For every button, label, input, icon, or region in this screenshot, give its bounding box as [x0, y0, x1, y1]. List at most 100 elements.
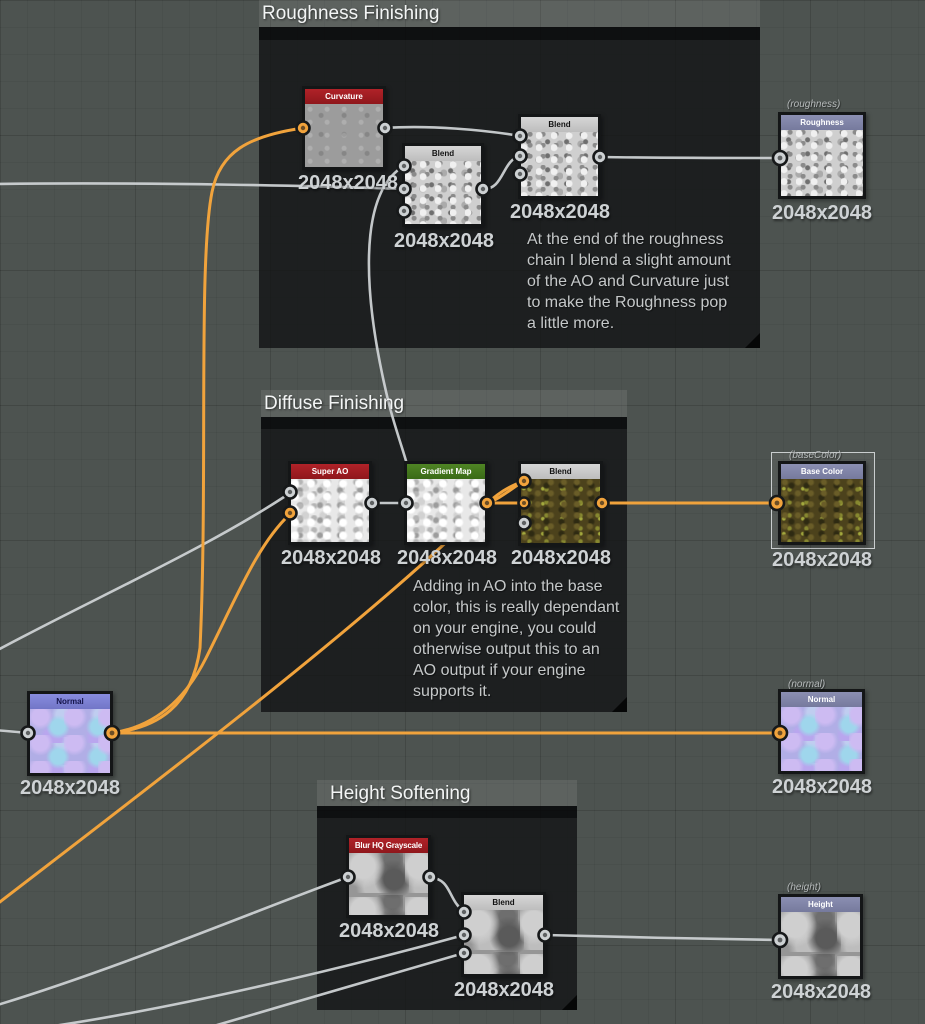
frame-header-strip [261, 417, 627, 429]
output-port[interactable] [103, 724, 121, 742]
wire[interactable] [599, 155, 780, 160]
node-header: Base Color [781, 464, 863, 479]
frame-title-band [317, 780, 577, 806]
node-thumbnail [521, 132, 598, 196]
input-port[interactable] [340, 869, 356, 885]
node-size-label: 2048x2048 [771, 202, 873, 224]
node-header: Curvature [305, 89, 383, 104]
input-port[interactable] [516, 515, 532, 531]
input-port[interactable] [516, 473, 532, 489]
input-port[interactable] [512, 148, 528, 164]
node-thumbnail [305, 104, 383, 167]
wire[interactable] [0, 491, 291, 652]
frame-title-band [261, 390, 627, 417]
node-gradient-map[interactable]: Gradient Map [404, 461, 488, 545]
output-port[interactable] [479, 495, 495, 511]
output-identifier-tag: (baseColor) [789, 450, 842, 461]
node-thumbnail [781, 130, 863, 196]
node-size-label: 2048x2048 [771, 776, 873, 798]
wire[interactable] [544, 933, 781, 942]
node-size-label: 2048x2048 [510, 547, 612, 569]
input-port[interactable] [771, 724, 789, 742]
node-header: Blend [464, 895, 543, 910]
output-port[interactable] [422, 869, 438, 885]
node-thumbnail [405, 161, 481, 224]
output-identifier-tag: (normal) [788, 679, 826, 690]
node-blend-height[interactable]: Blend [461, 892, 546, 977]
node-size-label: 2048x2048 [771, 549, 873, 571]
wire[interactable] [40, 933, 465, 1024]
node-blur-hq-grayscale[interactable]: Blur HQ Grayscale [346, 835, 431, 918]
node-size-label: 2048x2048 [338, 920, 440, 942]
wire-active[interactable] [111, 126, 304, 735]
output-port[interactable] [377, 120, 393, 136]
frame-header-strip [259, 27, 760, 40]
node-output-roughness[interactable]: Roughness [778, 112, 866, 199]
input-port[interactable] [295, 120, 311, 136]
node-blend-diffuse[interactable]: Blend [518, 461, 603, 546]
input-port[interactable] [456, 927, 472, 943]
input-port[interactable] [396, 158, 412, 174]
input-port[interactable] [768, 494, 786, 512]
input-port[interactable] [456, 904, 472, 920]
output-port[interactable] [594, 495, 610, 511]
node-thumbnail [349, 853, 428, 915]
node-header: Blend [521, 464, 600, 479]
wire-active[interactable] [0, 479, 525, 908]
output-port[interactable] [364, 495, 380, 511]
input-port[interactable] [396, 203, 412, 219]
node-size-label: 2048x2048 [770, 981, 872, 1003]
input-port[interactable] [456, 945, 472, 961]
input-port[interactable] [282, 505, 298, 521]
node-thumbnail [407, 479, 485, 542]
input-port[interactable] [396, 181, 412, 197]
node-curvature[interactable]: Curvature [302, 86, 386, 170]
group-title-height: Height Softening [330, 783, 471, 804]
wire-active[interactable] [111, 512, 292, 735]
node-header: Blur HQ Grayscale [349, 838, 428, 853]
comment-diffuse[interactable]: Adding in AO into the base color, this i… [413, 578, 620, 700]
input-port[interactable] [771, 931, 789, 949]
output-port[interactable] [475, 181, 491, 197]
node-normal-source[interactable]: Normal [27, 691, 113, 776]
node-size-label: 2048x2048 [453, 979, 555, 1001]
wire[interactable] [0, 875, 349, 1006]
input-port[interactable] [771, 149, 789, 167]
output-port[interactable] [537, 927, 553, 943]
node-thumbnail [781, 479, 863, 542]
frame-corner-fold-icon [612, 697, 627, 712]
output-port[interactable] [592, 149, 608, 165]
frame-corner-fold-icon [745, 333, 760, 348]
input-port[interactable] [20, 725, 36, 741]
node-output-height[interactable]: Height [778, 894, 863, 979]
node-thumbnail [781, 912, 860, 976]
node-header: Normal [30, 694, 110, 709]
input-port[interactable] [512, 128, 528, 144]
comment-roughness[interactable]: At the end of the roughness chain I blen… [527, 231, 731, 332]
group-title-diffuse: Diffuse Finishing [264, 393, 405, 414]
frame-title-band [259, 0, 760, 27]
input-port[interactable] [282, 484, 298, 500]
wire[interactable] [384, 125, 521, 138]
node-size-label: 2048x2048 [393, 230, 495, 252]
node-thumbnail [521, 479, 600, 543]
node-blend-roughness-1[interactable]: Blend [402, 143, 484, 227]
output-identifier-tag: (height) [787, 882, 821, 893]
wire[interactable] [0, 182, 405, 191]
input-port[interactable] [517, 496, 531, 510]
node-header: Height [781, 897, 860, 912]
node-size-label: 2048x2048 [297, 172, 399, 194]
node-thumbnail [291, 479, 369, 542]
node-size-label: 2048x2048 [396, 547, 498, 569]
node-size-label: 2048x2048 [509, 201, 611, 223]
input-port[interactable] [398, 495, 414, 511]
node-header: Gradient Map [407, 464, 485, 479]
node-thumbnail [30, 709, 110, 773]
node-header: Blend [521, 117, 598, 132]
node-thumbnail [781, 707, 862, 771]
wire[interactable] [200, 951, 465, 1024]
input-port[interactable] [512, 166, 528, 182]
group-title-roughness: Roughness Finishing [262, 3, 440, 24]
